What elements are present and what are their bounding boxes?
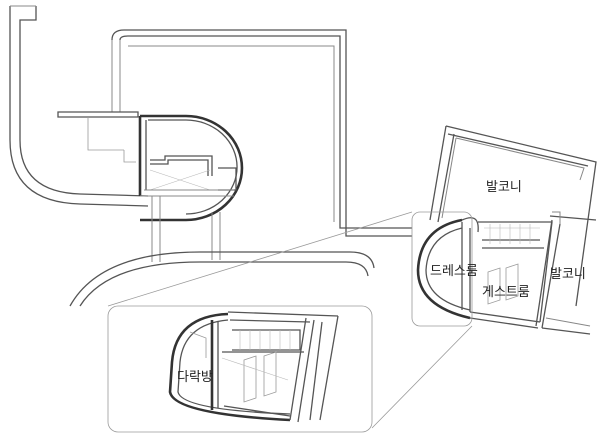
right-balcony-walls xyxy=(549,215,597,221)
left-curved-core xyxy=(140,114,244,222)
label-balcony-right: 발코니 xyxy=(550,267,586,282)
upper-balcony-walls xyxy=(445,125,597,307)
zoom-connector-lines xyxy=(107,211,473,429)
zoom-detail-box xyxy=(107,305,373,433)
left-outer-curved-wall xyxy=(19,6,149,197)
lower-sweeping-wall xyxy=(69,251,375,307)
dress-room-curved-wall xyxy=(416,218,471,320)
label-dress-room: 드레스룸 xyxy=(430,264,478,279)
left-inner-curved-wall xyxy=(9,6,149,207)
label-attic-room: 다락방 xyxy=(177,370,213,385)
attic-curved-wall xyxy=(168,312,291,422)
left-wing-bar xyxy=(57,111,139,118)
main-room-walls xyxy=(111,29,412,237)
label-guest-room: 게스트룸 xyxy=(482,285,530,300)
zoom-source-box xyxy=(411,211,473,327)
attic-detail xyxy=(168,311,339,423)
left-building xyxy=(9,5,412,307)
right-building xyxy=(416,125,597,335)
zoom-callout xyxy=(107,211,473,433)
label-balcony-upper: 발코니 xyxy=(486,180,522,195)
